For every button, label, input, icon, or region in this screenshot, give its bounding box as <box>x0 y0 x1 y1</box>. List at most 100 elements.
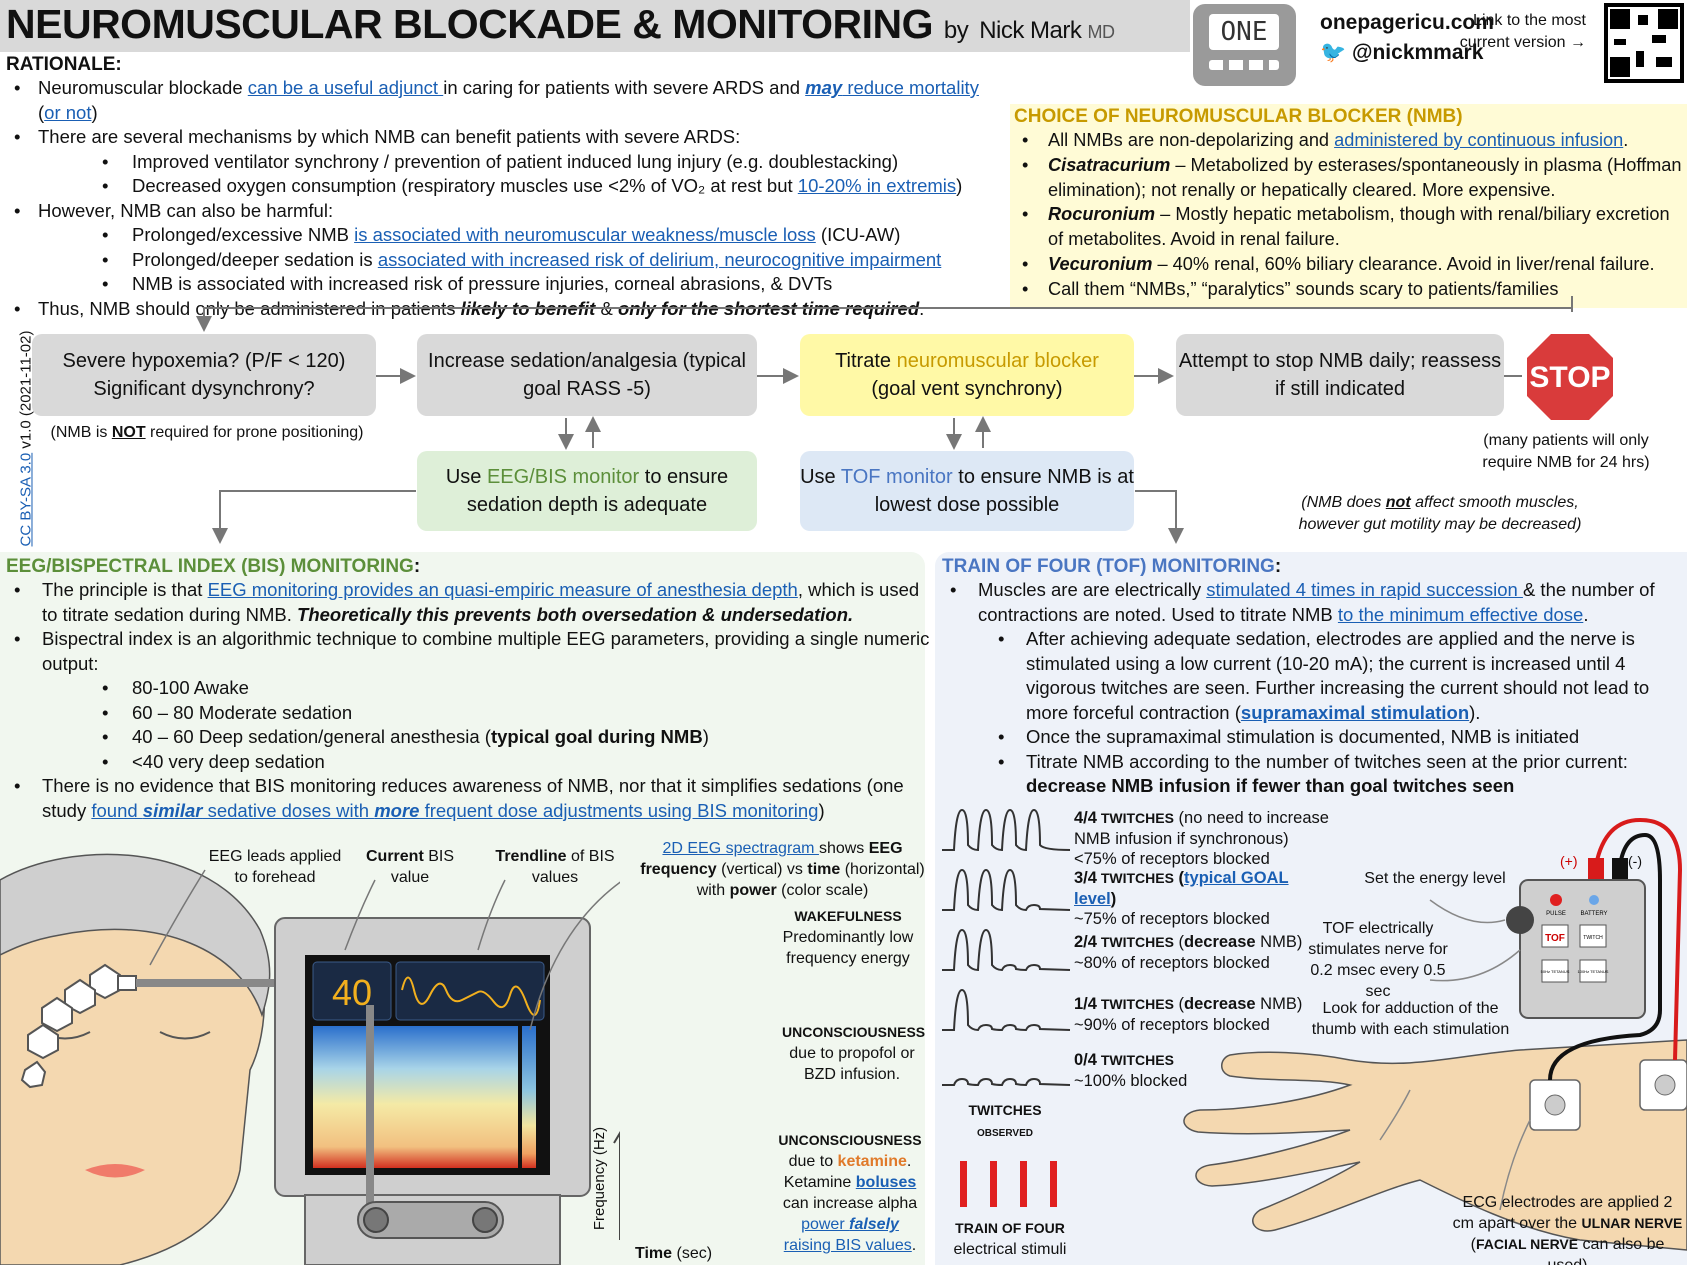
current-version-link[interactable]: Link to the most current version → <box>1459 12 1586 51</box>
axis-frequency-label: Frequency (Hz) <box>591 1126 609 1231</box>
svg-text:(+): (+) <box>1560 853 1578 869</box>
link[interactable]: found similar sedative doses with more f… <box>91 799 819 821</box>
stop-sign-label: STOP <box>1529 361 1610 394</box>
tof-subbullet: After achieving adequate sedation, elect… <box>942 627 1687 725</box>
monitor-spectrogram <box>313 1026 518 1168</box>
link[interactable]: or not <box>44 101 92 123</box>
rationale-bullet: Neuromuscular blockade can be a useful a… <box>6 76 1006 125</box>
rationale-bullet: There are several mechanisms by which NM… <box>6 125 1006 150</box>
link[interactable]: EEG monitoring provides an quasi-empiric… <box>207 579 798 600</box>
rationale-subbullet: Prolonged/deeper sedation is associated … <box>6 248 1006 273</box>
tof-button[interactable] <box>1541 924 1569 948</box>
bis-level: <40 very deep sedation <box>6 750 931 775</box>
link[interactable]: boluses <box>855 1174 917 1191</box>
twitch-level: 0/4 TWITCHES~100% blocked <box>1074 1051 1188 1090</box>
link[interactable]: typical GOAL level <box>1074 869 1289 908</box>
thumb-label: Look for adduction of the thumb with eac… <box>1311 1000 1510 1038</box>
twitch-level: 2/4 TWITCHES (decrease NMB)~80% of recep… <box>1074 933 1303 972</box>
site-info: onepagericu.com 🐦 @nickmmark <box>1320 8 1494 68</box>
twitch-wave-1 <box>942 988 1071 1032</box>
flow-box-eeg: Use EEG/BIS monitor to ensure sedation d… <box>417 451 757 531</box>
rationale-subbullet: Prolonged/excessive NMB is associated wi… <box>6 223 1006 248</box>
bis-level: 40 – 60 Deep sedation/general anesthesia… <box>6 725 931 750</box>
svg-text:100Hz TETANUS: 100Hz TETANUS <box>1578 969 1609 974</box>
link[interactable]: supramaximal stimulation <box>1240 701 1470 723</box>
rationale-subbullet: Improved ventilator synchrony / preventi… <box>6 150 1006 175</box>
flow-box-sedation: Increase sedation/analgesia (typical goa… <box>417 334 757 416</box>
tof-stimuli-bars <box>960 1161 1057 1207</box>
twitch-wave-3 <box>942 868 1071 912</box>
page-title: NEUROMUSCULAR BLOCKADE & MONITORING by N… <box>6 1 1115 47</box>
tetanus-100-button[interactable] <box>1579 959 1607 983</box>
tof-subbullet: Titrate NMB according to the number of t… <box>942 750 1687 799</box>
link[interactable]: 10-20% in extremis <box>797 175 957 196</box>
ecg-electrode-label: ECG electrodes are applied 2 cm apart ov… <box>1452 1194 1683 1265</box>
svg-text:(-): (-) <box>1628 853 1642 869</box>
eeg-text: EEG/BISPECTRAL INDEX (BIS) MONITORING: T… <box>6 556 931 823</box>
twitch-wave-0 <box>942 1077 1071 1087</box>
svg-text:TWITCH: TWITCH <box>1583 935 1603 941</box>
eeg-bullet: There is no evidence that BIS monitoring… <box>6 774 931 823</box>
spectrogram-description: 2D EEG spectragram shows EEG frequency (… <box>640 840 925 899</box>
label-trendline: Trendline of BIS values <box>495 848 615 886</box>
tetanus-50-button[interactable] <box>1541 959 1569 983</box>
author: Nick Mark MD <box>979 17 1115 44</box>
color-scale-bar <box>522 1026 536 1168</box>
spectrogram-axes <box>613 1131 620 1240</box>
link[interactable]: can be a useful adjunct <box>247 77 444 98</box>
choice-of-nmb-box: CHOICE OF NEUROMUSCULAR BLOCKER (NMB) Al… <box>1010 104 1687 308</box>
tof-bullet: Muscles are are electrically stimulated … <box>942 578 1687 627</box>
bis-value: 40 <box>332 972 372 1013</box>
prone-note: (NMB is NOT required for prone positioni… <box>50 424 364 441</box>
link[interactable]: stimulated 4 times in rapid succession <box>1206 579 1523 600</box>
one-page-icu-logo[interactable]: ONE <box>1193 4 1296 86</box>
rationale-section: RATIONALE: Neuromuscular blockade can be… <box>6 54 1006 321</box>
eeg-bullet: Bispectral index is an algorithmic techn… <box>6 627 931 676</box>
link[interactable]: to the minimum effective dose <box>1337 603 1584 625</box>
link[interactable]: 2D EEG spectragram <box>662 840 819 857</box>
twitter-handle[interactable]: @nickmmark <box>1352 41 1484 64</box>
twitches-observed-label: TWITCHES observed <box>968 1102 1042 1139</box>
bis-level: 60 – 80 Moderate sedation <box>6 701 931 726</box>
choice-bullet: All NMBs are non-depolarizing and admini… <box>1014 128 1683 153</box>
pulse-led <box>1550 894 1562 906</box>
link[interactable]: power falsely raising BIS values <box>783 1216 912 1254</box>
tof-text: TRAIN OF FOUR (TOF) MONITORING: Muscles … <box>942 556 1687 799</box>
tof-device-illustration: PULSE BATTERY TOF TWITCH 50Hz TETANUS 10… <box>1183 817 1687 1251</box>
tof-description: TOF electrically stimulates nerve for 0.… <box>1308 920 1448 1000</box>
eeg-leads-icon <box>20 963 137 1089</box>
twitch-button[interactable] <box>1579 924 1607 948</box>
twitter-icon: 🐦 <box>1320 41 1347 64</box>
patient-hair <box>0 853 271 1018</box>
energy-label: Set the energy level <box>1364 870 1506 887</box>
svg-text:BATTERY: BATTERY <box>1580 911 1607 917</box>
stop-note: (many patients will only require NMB for… <box>1482 432 1650 471</box>
qr-code-icon[interactable] <box>1604 3 1684 83</box>
link[interactable]: is associated with neuromuscular weaknes… <box>354 224 816 245</box>
flow-arrows <box>0 296 1573 544</box>
choice-bullet: Rocuronium – Mostly hepatic metabolism, … <box>1014 202 1683 252</box>
link[interactable]: associated with increased risk of deliri… <box>377 248 942 270</box>
bis-level: 80-100 Awake <box>6 676 931 701</box>
label-eeg-leads: EEG leads applied to forehead <box>208 848 342 886</box>
svg-text:PULSE: PULSE <box>1546 911 1566 917</box>
energy-dial-icon[interactable] <box>1506 906 1534 934</box>
link[interactable]: may reduce mortality <box>805 77 979 98</box>
bis-illustration: 40 <box>0 853 620 1265</box>
closed-eye-icon <box>159 1031 211 1040</box>
rationale-bullet: However, NMB can also be harmful: <box>6 199 1006 224</box>
site-link[interactable]: onepagericu.com <box>1320 11 1494 34</box>
choice-bullet: Cisatracurium – Metabolized by esterases… <box>1014 153 1683 203</box>
tof-subbullet: Once the supramaximal stimulation is doc… <box>942 725 1687 750</box>
tof-heading: TRAIN OF FOUR (TOF) MONITORING: <box>942 556 1282 577</box>
rationale-subbullet: Decreased oxygen consumption (respirator… <box>6 174 1006 199</box>
flow-box-stop-daily: Attempt to stop NMB daily; reassess if s… <box>1176 334 1504 416</box>
lips-icon <box>85 1164 145 1178</box>
eeg-bullet: The principle is that EEG monitoring pro… <box>6 578 931 627</box>
twitch-level: 1/4 TWITCHES (decrease NMB)~90% of recep… <box>1074 995 1303 1034</box>
link[interactable]: administered by continuous infusion <box>1334 130 1624 150</box>
bis-trendline <box>401 976 541 1016</box>
